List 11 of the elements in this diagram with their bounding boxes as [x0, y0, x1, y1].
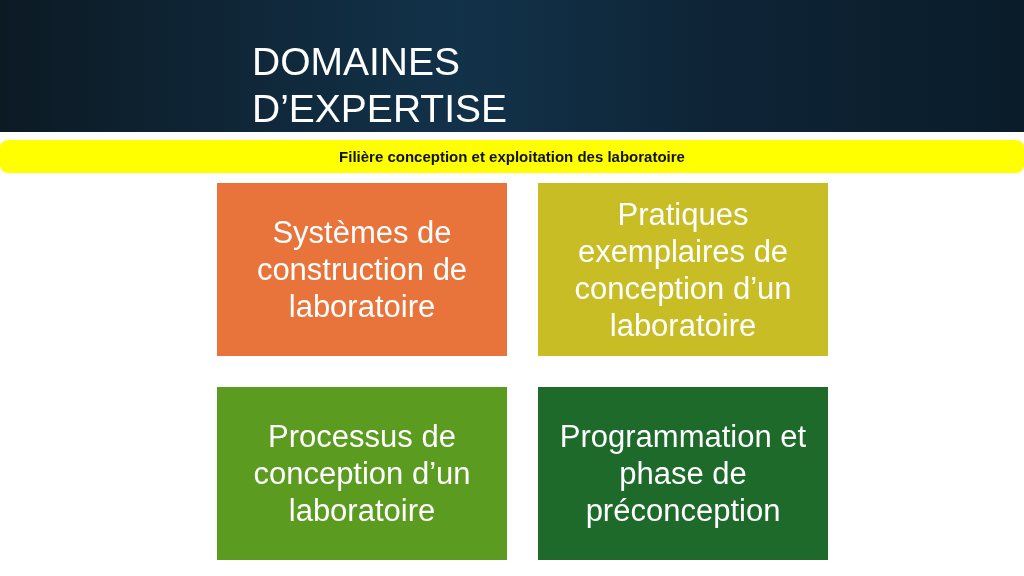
- category-panel: [217, 183, 507, 356]
- panel-text: Programmation et phase de préconception: [558, 418, 808, 529]
- category-panel: [538, 183, 828, 356]
- banner-text: Filière conception et exploitation des laboratoire: [339, 148, 685, 165]
- slide-title: DOMAINES D’EXPERTISE: [252, 39, 509, 132]
- panel-text: Systèmes de construction de laboratoire: [255, 214, 469, 325]
- category-panel: [538, 387, 828, 560]
- panel-text: Pratiques exemplaires de conception d’un laboratoire: [573, 195, 793, 344]
- panel-text: Processus de conception d’un laboratoire: [252, 418, 472, 529]
- category-panel: [217, 387, 507, 560]
- banner-strip: [0, 140, 1024, 173]
